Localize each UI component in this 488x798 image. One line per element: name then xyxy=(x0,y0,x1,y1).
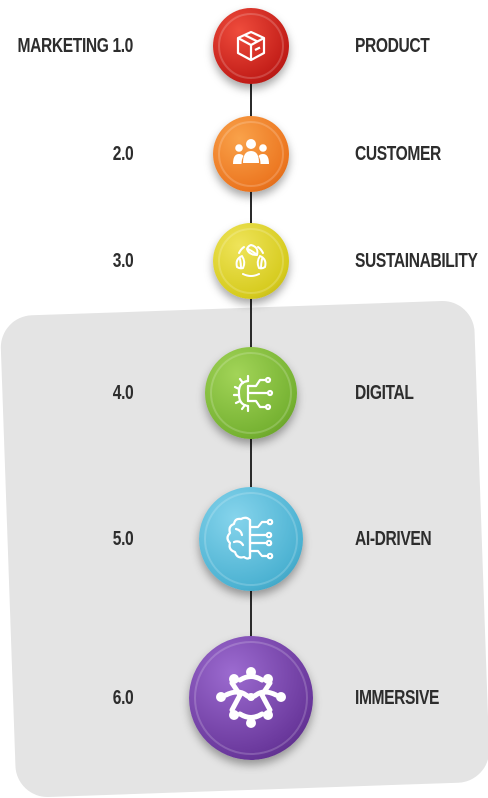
brain-circuit-icon xyxy=(226,516,274,560)
stage-6-circle xyxy=(189,636,313,760)
immersive-network-icon xyxy=(216,667,286,728)
stage-1-circle xyxy=(213,8,289,84)
box-icon xyxy=(236,30,266,62)
stage-5-circle xyxy=(199,487,303,591)
stage-2-version-label: 2.0 xyxy=(112,143,133,165)
stage-4-name-label: DIGITAL xyxy=(355,382,414,404)
stage-5-name-label: AI-DRIVEN xyxy=(355,528,432,550)
stage-2-circle xyxy=(213,116,289,192)
stage-6-name-label: IMMERSIVE xyxy=(355,687,440,709)
stage-3-name-label: SUSTAINABILITY xyxy=(355,250,478,272)
stage-1-version-label: MARKETING 1.0 xyxy=(17,35,134,57)
stage-5-version-label: 5.0 xyxy=(112,528,133,550)
stage-3-circle xyxy=(213,223,289,299)
digital-gear-circuit-icon xyxy=(232,374,274,413)
stage-2-name-label: CUSTOMER xyxy=(355,143,441,165)
stage-4-version-label: 4.0 xyxy=(112,382,133,404)
stage-4-circle xyxy=(205,347,297,439)
stage-1-name-label: PRODUCT xyxy=(355,35,430,57)
recycle-leaves-icon xyxy=(235,244,267,277)
stage-6-version-label: 6.0 xyxy=(112,687,133,709)
stage-3-version-label: 3.0 xyxy=(112,250,133,272)
people-group-icon xyxy=(233,139,269,164)
